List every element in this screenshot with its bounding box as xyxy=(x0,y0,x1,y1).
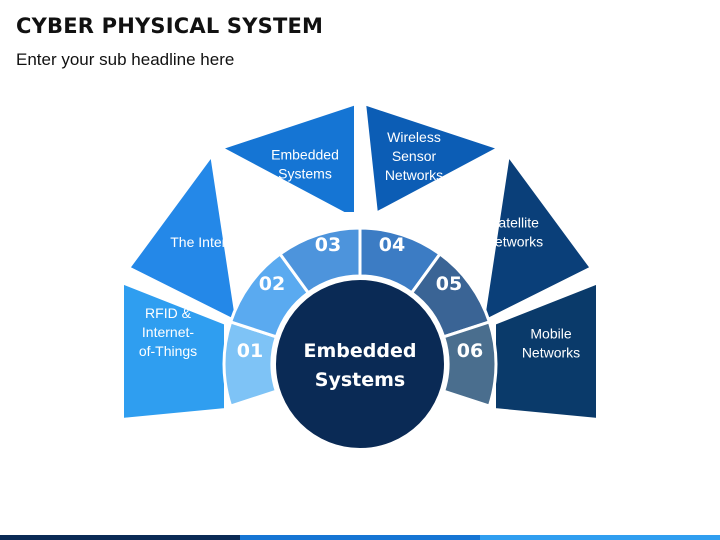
center-circle xyxy=(272,276,448,452)
segment-01-number: 01 xyxy=(237,340,263,362)
segment-05-label-line: Satellite xyxy=(489,215,539,231)
segment-01-label-line: RFID & xyxy=(145,305,192,321)
segment-03-panel xyxy=(218,101,358,216)
segment-05-number: 05 xyxy=(436,273,462,295)
segment-02-number: 02 xyxy=(259,273,285,295)
segment-04-label-line: Wireless xyxy=(387,129,441,145)
segment-04-label-line: Networks xyxy=(385,167,443,183)
page-subtitle: Enter your sub headline here xyxy=(16,50,235,69)
segment-06-label-line: Networks xyxy=(522,345,580,361)
segment-06-ring xyxy=(441,320,498,408)
segment-06-number: 06 xyxy=(457,340,483,362)
bottom-accent-bar xyxy=(0,535,720,540)
center-label-line2: Systems xyxy=(315,369,405,391)
segment-03-label-line: Embedded xyxy=(271,147,339,163)
segment-04-label-line: Sensor xyxy=(392,148,437,164)
bottom-bar-segment-1 xyxy=(0,535,240,540)
segment-01-label-line: Internet- xyxy=(142,324,194,340)
segment-05-label-line: Networks xyxy=(485,234,543,250)
bottom-bar-segment-3 xyxy=(480,535,720,540)
bottom-bar-segment-2 xyxy=(240,535,480,540)
segment-01-label-line: of-Things xyxy=(139,343,197,359)
segment-02-label-line: The Internet xyxy=(170,234,246,250)
segment-04-number: 04 xyxy=(379,234,405,256)
center-label-line1: Embedded xyxy=(304,340,417,362)
segment-06-label-line: Mobile xyxy=(530,326,571,342)
segment-03-number: 03 xyxy=(315,234,341,256)
segment-04-panel xyxy=(362,101,502,216)
page-title: CYBER PHYSICAL SYSTEM xyxy=(16,14,324,38)
segment-03-label-line: Systems xyxy=(278,166,332,182)
